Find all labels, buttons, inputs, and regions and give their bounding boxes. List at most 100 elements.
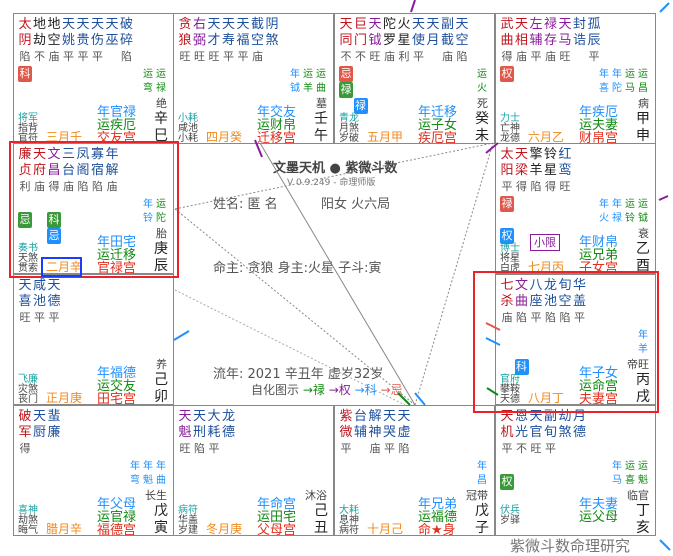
lunar-month: 六月乙 — [528, 130, 565, 144]
life-stage: 胎 — [156, 227, 167, 240]
star: 天喜旺 — [18, 278, 32, 326]
star-brightness: 平 — [92, 50, 103, 63]
minor-star-column: 年马 — [612, 461, 622, 486]
palace-辰[interactable]: 廉贞利天府庙文昌得三台庙凤阁陷寡宿陷年解庙忌科忌年铃运陀胎庚辰奏书天煞贯索二月辛… — [13, 143, 174, 275]
star-name: 铃星 — [543, 147, 557, 178]
earthly-branch: 巳 — [154, 128, 168, 144]
heavenly-stem: 辛 — [154, 111, 168, 127]
star-name: 禄存 — [543, 17, 557, 48]
star-brightness: 平 — [208, 442, 220, 455]
star-brightness: 陷 — [559, 311, 571, 324]
palace-子[interactable]: 紫微平台辅解神庙天哭平天虚陷年昌冠带戊子大耗息神病符十月己年兄弟运福德命★身 — [334, 405, 495, 537]
star-brightness: 得 — [545, 180, 556, 193]
star-brightness: 庙 — [501, 311, 513, 324]
star-name: 天虚 — [397, 409, 411, 440]
year-palace: 年迁移 — [418, 105, 458, 120]
palace-午[interactable]: 贪狼旺右弼旺天才旺天寿平天福平截空庙阴煞年钺运羊运曲墓壬午小耗咸池小耗四月癸年交… — [173, 13, 334, 146]
star-name: 破碎 — [119, 17, 133, 48]
star: 天空陷 — [455, 17, 469, 65]
star-name: 月德 — [572, 409, 586, 440]
star-brightness: 平 — [340, 442, 352, 455]
star-brightness: 平 — [223, 50, 234, 63]
palace-申[interactable]: 武曲得天相庙左辅平禄存庙天马旺封诰孤辰平权年喜年陀运马运昌病甲申力士亡神龙德六月… — [495, 13, 656, 145]
star-name: 大耗 — [207, 409, 221, 440]
star-name: 天空 — [455, 17, 469, 48]
star-name: 三台 — [61, 147, 75, 178]
life-stage: 死 — [477, 97, 488, 110]
star-name: 寡宿 — [90, 147, 104, 178]
minor-star-column: 年禄 — [612, 199, 622, 224]
sihua-badge: 权 — [500, 228, 514, 244]
palace-未[interactable]: 天同不巨门不天钺旺陀罗庙火星利天使平天月副截庙天空陷忌禄禄运火死癸未青龙月煞岁破… — [334, 13, 495, 145]
palace-巳[interactable]: 太阴陷地劫不地空庙天姚平天贵平天伤平天巫破碎陷科运弯运禄绝辛巳将军指背官符三月壬… — [13, 13, 174, 145]
minor-star-column: 运陀 — [156, 199, 166, 224]
star: 解神庙 — [368, 409, 382, 457]
star: 破军得 — [18, 409, 32, 457]
star-brightness: 平 — [48, 311, 60, 324]
earthly-branch: 酉 — [636, 258, 650, 274]
star: 三台庙 — [62, 147, 76, 195]
star-brightness: 陷 — [530, 180, 542, 193]
palace-亥[interactable]: 天机平恩光不天官旺副旬平劫煞月德权年马运喜运魁临官丁亥伏兵岁驿年夫妻运父母 — [495, 405, 656, 536]
year-palace: 年命宫 — [257, 497, 297, 512]
sihua-badge: 忌 — [339, 66, 353, 82]
palace-寅[interactable]: 破军得天厨蜚廉年弯年魁年曲长生戊寅喜神劫煞晦气腊月辛年父母运官禄福德宫 — [13, 405, 174, 537]
star: 天相庙 — [515, 17, 529, 65]
star: 天寿平 — [222, 17, 236, 65]
star-brightness: 得 — [48, 180, 60, 193]
star: 天贵平 — [76, 17, 90, 65]
star-brightness: 利 — [19, 180, 31, 193]
star-brightness: 旺 — [194, 50, 205, 63]
star: 龙德 — [222, 409, 236, 441]
star: 龙池陷 — [544, 278, 558, 326]
minor-star-column: 运昌 — [638, 69, 648, 94]
star: 铃星得 — [544, 147, 558, 195]
palace-丑[interactable]: 天魁旺天刑陷大耗平龙德沐浴己丑病符华盖岁建冬月庚年命宫运田宅父母宫 — [173, 405, 334, 537]
star-name: 八座 — [529, 278, 543, 309]
year-palace: 年财帛 — [579, 235, 619, 250]
star-brightness: 旺 — [19, 311, 31, 324]
palace-卯[interactable]: 天喜旺咸池平天德平养己卯飞廉灾煞丧门正月庚年福德运交友田宅宫 — [13, 274, 174, 406]
palace-name: 迁移宫 — [257, 131, 297, 146]
star: 擎羊陷 — [529, 147, 543, 195]
star-name: 天贵 — [76, 17, 90, 48]
run-palace: 运父母 — [579, 510, 619, 525]
star: 地劫不 — [33, 17, 47, 65]
zihua-ke: →科 — [354, 383, 377, 397]
life-stage: 冠带 — [466, 489, 488, 502]
minor-star-column: 运喜 — [625, 461, 635, 486]
star-name: 年解 — [105, 147, 119, 178]
star-brightness: 旺 — [369, 50, 381, 63]
star: 紫微平 — [339, 409, 353, 457]
star-brightness: 平 — [574, 311, 585, 324]
star-brightness: 陷 — [456, 50, 468, 63]
heavenly-stem: 己 — [154, 372, 168, 388]
star-brightness: 庙 — [48, 50, 60, 63]
star-brightness: 陷 — [398, 442, 410, 455]
shensha-label: 月煞 — [339, 123, 359, 134]
life-stage: 墓 — [316, 97, 327, 110]
star: 七杀庙 — [500, 278, 514, 326]
palace-酉[interactable]: 太阳平天梁得擎羊陷铃星得红鸾旺禄权年火年禄运铃运钺衰乙酉博士将星白虎七月丙年财帛… — [495, 143, 656, 275]
lunar-month: 三月壬 — [46, 130, 83, 144]
year-palace: 年交友 — [257, 105, 297, 120]
star-brightness: 庙 — [369, 442, 381, 455]
year-palace: 年疾厄 — [579, 105, 619, 120]
star: 天官旺 — [529, 409, 543, 457]
minor-star-column: 运曲 — [316, 69, 326, 94]
center-info-panel: 文墨天机 ● 紫微斗数 V 0.9.249 - 命理师版 姓名: 匿 名 阳女 … — [173, 143, 495, 405]
star-name: 天才 — [207, 17, 221, 48]
star-brightness: 平 — [34, 311, 45, 324]
life-stage: 衰 — [638, 227, 649, 240]
star: 台辅 — [354, 409, 368, 441]
star-brightness: 得 — [516, 180, 527, 193]
star-brightness: 不 — [340, 50, 352, 63]
minor-star-column: 运马 — [625, 69, 635, 94]
star-name: 天伤 — [90, 17, 104, 48]
star: 天福平 — [236, 17, 250, 65]
star-name: 蜚廉 — [47, 409, 61, 440]
star-brightness: 庙 — [252, 50, 263, 63]
star-name: 地空 — [47, 17, 61, 48]
palace-戌[interactable]: 七杀庙文曲陷八座平龙池陷旬空陷华盖平科年羊帝旺丙戌官府攀鞍天德八月丁年子女运命宫… — [495, 274, 656, 406]
